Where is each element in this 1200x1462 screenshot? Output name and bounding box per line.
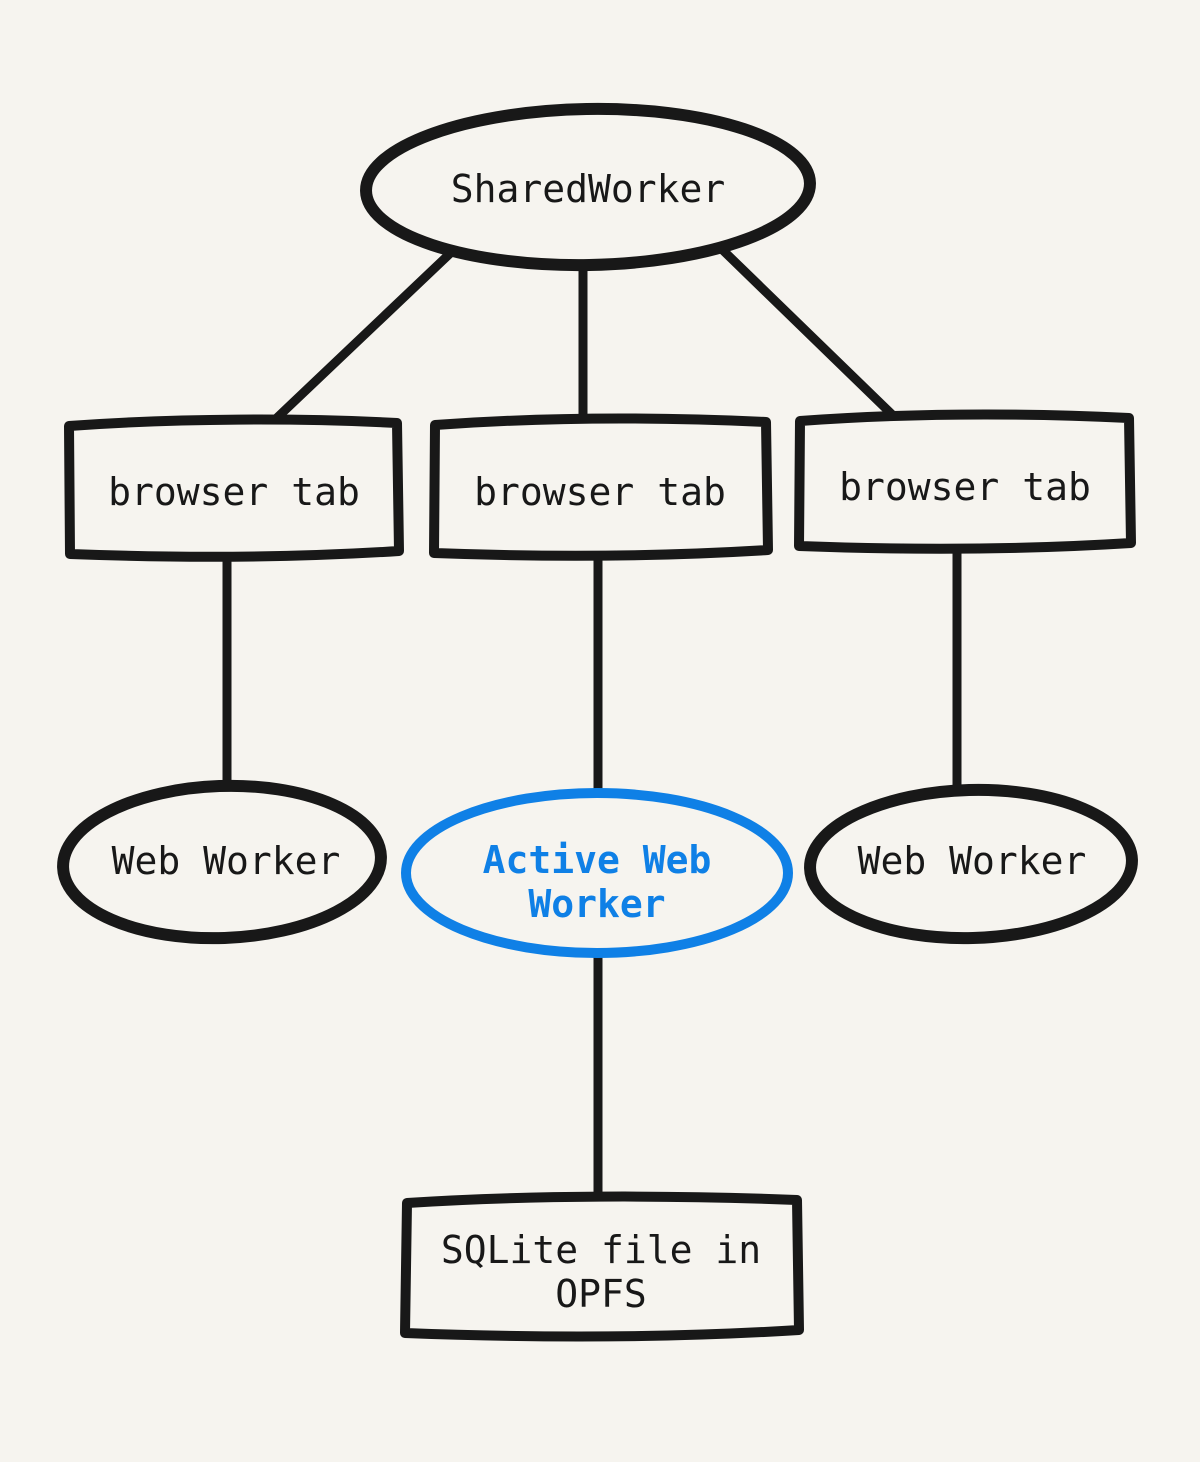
browser-tab-2-box [429, 413, 773, 561]
browser-tab-3-label: browser tab [839, 465, 1091, 509]
web-worker-left-ellipse [57, 779, 387, 945]
active-web-worker-ellipse [401, 788, 793, 958]
edge-sharedworker-tab3 [695, 223, 913, 435]
shared-worker-label: SharedWorker [450, 167, 726, 211]
browser-tab-3-box [794, 409, 1136, 554]
edge-sharedworker-tab1 [257, 220, 485, 437]
web-worker-left-label: Web Worker [111, 839, 341, 883]
node-shape-group [57, 102, 1138, 1342]
active-web-worker-label-line2: Worker [528, 882, 666, 926]
web-worker-right-ellipse [804, 783, 1138, 945]
active-web-worker-label-line1: Active Web [482, 838, 712, 882]
browser-tab-2-label: browser tab [474, 470, 726, 514]
active-web-worker-label: Active Web Worker [483, 838, 712, 926]
browser-tab-1-box [64, 414, 404, 562]
sqlite-file-label: SQLite file in OPFS [441, 1228, 761, 1316]
browser-tab-1-label: browser tab [108, 470, 360, 514]
shared-worker-ellipse [360, 102, 816, 272]
edge-group [222, 220, 962, 1220]
web-worker-right-label: Web Worker [857, 839, 1087, 883]
sqlite-file-label-line2: OPFS [555, 1272, 647, 1316]
sqlite-file-box [400, 1191, 804, 1342]
sqlite-file-label-line1: SQLite file in [440, 1228, 762, 1272]
